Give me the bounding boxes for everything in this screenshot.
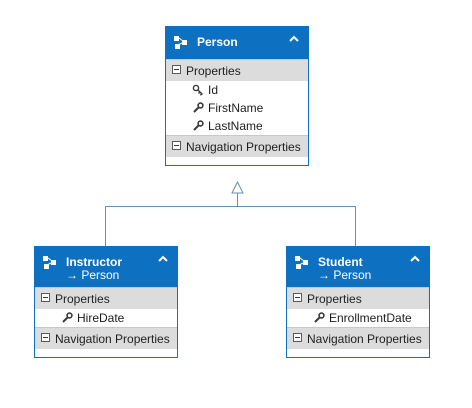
inheritance-arrow xyxy=(231,180,244,194)
minus-box-icon[interactable] xyxy=(172,65,181,74)
properties-label: Properties xyxy=(307,292,362,306)
entity-type-icon xyxy=(295,256,308,269)
properties-label: Properties xyxy=(55,292,110,306)
entity-instructor-header[interactable]: Instructor → Person xyxy=(35,247,177,287)
property-name: EnrollmentDate xyxy=(329,311,412,325)
entity-type-icon xyxy=(43,256,56,269)
base-type-label: → Person xyxy=(318,268,372,282)
entity-footer xyxy=(166,157,308,165)
navigation-section-header[interactable]: Navigation Properties xyxy=(35,327,177,349)
key-icon xyxy=(192,84,203,96)
property-name: HireDate xyxy=(77,311,125,325)
entity-instructor[interactable]: Instructor → Person Properties HireDate … xyxy=(34,246,178,358)
property-name: FirstName xyxy=(208,101,264,115)
wrench-icon xyxy=(62,312,73,323)
chevron-up-icon[interactable] xyxy=(409,253,421,265)
properties-section-header[interactable]: Properties xyxy=(35,287,177,309)
property-name: LastName xyxy=(208,119,263,133)
property-name: Id xyxy=(208,83,219,97)
navigation-label: Navigation Properties xyxy=(186,140,301,154)
properties-label: Properties xyxy=(186,64,241,78)
entity-person[interactable]: Person Properties Id FirstName xyxy=(165,26,309,166)
property-row[interactable]: HireDate xyxy=(35,309,177,327)
minus-box-icon[interactable] xyxy=(172,141,181,150)
entity-type-icon xyxy=(174,36,187,49)
minus-box-icon[interactable] xyxy=(293,333,302,342)
property-row[interactable]: FirstName xyxy=(166,99,308,117)
navigation-label: Navigation Properties xyxy=(307,332,422,346)
entity-name: Person xyxy=(197,35,238,49)
property-row[interactable]: LastName xyxy=(166,117,308,135)
navigation-label: Navigation Properties xyxy=(55,332,170,346)
entity-name: Student xyxy=(318,255,363,269)
property-row[interactable]: EnrollmentDate xyxy=(287,309,429,327)
properties-section-header[interactable]: Properties xyxy=(166,59,308,81)
wrench-icon xyxy=(193,120,204,131)
minus-box-icon[interactable] xyxy=(293,293,302,302)
wrench-icon xyxy=(193,102,204,113)
properties-section-header[interactable]: Properties xyxy=(287,287,429,309)
wrench-icon xyxy=(314,312,325,323)
chevron-up-icon[interactable] xyxy=(288,33,300,45)
navigation-section-header[interactable]: Navigation Properties xyxy=(287,327,429,349)
navigation-section-header[interactable]: Navigation Properties xyxy=(166,135,308,157)
minus-box-icon[interactable] xyxy=(41,333,50,342)
entity-person-header[interactable]: Person xyxy=(166,27,308,59)
base-type-label: → Person xyxy=(66,268,120,282)
entity-footer xyxy=(35,349,177,357)
property-row[interactable]: Id xyxy=(166,81,308,99)
entity-student[interactable]: Student → Person Properties EnrollmentDa… xyxy=(286,246,430,358)
entity-name: Instructor xyxy=(66,255,123,269)
minus-box-icon[interactable] xyxy=(41,293,50,302)
chevron-up-icon[interactable] xyxy=(157,253,169,265)
entity-student-header[interactable]: Student → Person xyxy=(287,247,429,287)
entity-footer xyxy=(287,349,429,357)
